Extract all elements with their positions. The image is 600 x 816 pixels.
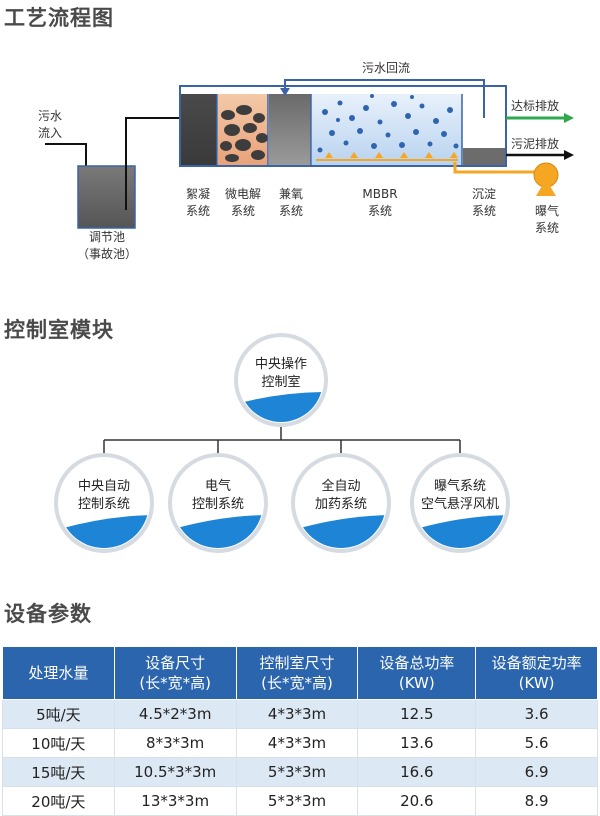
circle-aeration-blower xyxy=(410,453,510,553)
label-reflux: 污水回流 xyxy=(361,61,410,75)
process-flow-diagram xyxy=(45,79,574,229)
label-sludge: 污泥排放 xyxy=(511,137,560,151)
circle-label-central: 中央操作控制室 xyxy=(254,357,307,390)
section-title-process: 工艺流程图 xyxy=(4,6,114,30)
cell-rated-power: 6.9 xyxy=(475,757,598,787)
anoxic-chamber xyxy=(269,94,311,165)
label-floc: 絮凝系统 xyxy=(185,187,210,218)
cell-total-power: 16.6 xyxy=(357,757,477,787)
circle-dosing xyxy=(291,453,391,553)
label-inflow: 污水流入 xyxy=(38,109,63,140)
cell-capacity: 20吨/天 xyxy=(2,786,115,816)
mbbr-carriers xyxy=(317,94,459,153)
params-table: 处理水量 设备尺寸(长*宽*高) 控制室尺寸(长*宽*高) 设备总功率(KW) … xyxy=(2,646,598,816)
blower-icon xyxy=(533,162,559,196)
aeration-diffusers xyxy=(325,152,458,158)
table-row: 5吨/天 4.5*2*3m 4*3*3m 12.5 3.6 xyxy=(2,699,598,729)
table-header-row: 处理水量 设备尺寸(长*宽*高) 控制室尺寸(长*宽*高) 设备总功率(KW) … xyxy=(2,646,598,700)
section-title-params: 设备参数 xyxy=(4,602,92,626)
circle-label-electrical: 电气控制系统 xyxy=(191,479,244,512)
circle-label-blower: 曝气系统空气悬浮风机 xyxy=(420,479,499,512)
circle-label-dosing: 全自动加药系统 xyxy=(314,479,367,512)
cell-capacity: 10吨/天 xyxy=(2,728,115,758)
cell-rated-power: 3.6 xyxy=(475,699,598,729)
micro-media xyxy=(220,105,268,162)
cell-total-power: 20.6 xyxy=(357,786,477,816)
reflux-arrowhead xyxy=(280,88,290,96)
header-capacity: 处理水量 xyxy=(2,646,115,700)
table-row: 15吨/天 10.5*3*3m 5*3*3m 16.6 6.9 xyxy=(2,757,598,787)
label-aeration: 曝气系统 xyxy=(534,204,559,235)
cell-total-power: 13.6 xyxy=(357,728,477,758)
circle-auto-control xyxy=(54,453,154,553)
cell-capacity: 5吨/天 xyxy=(2,699,115,729)
cell-equipment-size: 13*3*3m xyxy=(113,786,237,816)
cell-equipment-size: 10.5*3*3m xyxy=(113,757,237,787)
header-total-power: 设备总功率(KW) xyxy=(357,646,477,700)
cell-capacity: 15吨/天 xyxy=(2,757,115,787)
cell-equipment-size: 8*3*3m xyxy=(113,728,237,758)
floc-chamber xyxy=(181,94,217,165)
header-rated-power: 设备额定功率(KW) xyxy=(475,646,598,700)
control-room-diagram xyxy=(54,333,510,553)
section-title-control: 控制室模块 xyxy=(4,318,114,342)
circle-central-room xyxy=(234,333,328,427)
label-regulating-tank: 调节池（事故池） xyxy=(76,230,137,261)
sludge-layer xyxy=(463,148,505,165)
cell-equipment-size: 4.5*2*3m xyxy=(113,699,237,729)
main-vessel xyxy=(179,85,507,167)
org-connectors xyxy=(103,422,461,458)
label-anoxic: 兼氧系统 xyxy=(278,187,303,218)
cell-room-size: 5*3*3m xyxy=(235,786,359,816)
reflux-pipe xyxy=(284,79,485,118)
mbbr-chamber xyxy=(312,94,462,165)
label-settling: 沉淀系统 xyxy=(471,187,496,218)
cell-total-power: 12.5 xyxy=(357,699,477,729)
table-row: 10吨/天 8*3*3m 4*3*3m 13.6 5.6 xyxy=(2,728,598,758)
cell-rated-power: 8.9 xyxy=(475,786,598,816)
cell-room-size: 4*3*3m xyxy=(235,728,359,758)
header-room-size: 控制室尺寸(长*宽*高) xyxy=(235,646,359,700)
circle-label-auto-control: 中央自动控制系统 xyxy=(77,479,130,512)
header-equipment-size: 设备尺寸(长*宽*高) xyxy=(113,646,237,700)
table-row: 20吨/天 13*3*3m 5*3*3m 20.6 8.9 xyxy=(2,786,598,816)
label-discharge: 达标排放 xyxy=(511,99,560,113)
label-micro: 微电解系统 xyxy=(224,187,261,218)
cell-room-size: 4*3*3m xyxy=(235,699,359,729)
air-pipe xyxy=(453,162,538,174)
cell-room-size: 5*3*3m xyxy=(235,757,359,787)
circle-electrical-control xyxy=(168,453,268,553)
cell-rated-power: 5.6 xyxy=(475,728,598,758)
